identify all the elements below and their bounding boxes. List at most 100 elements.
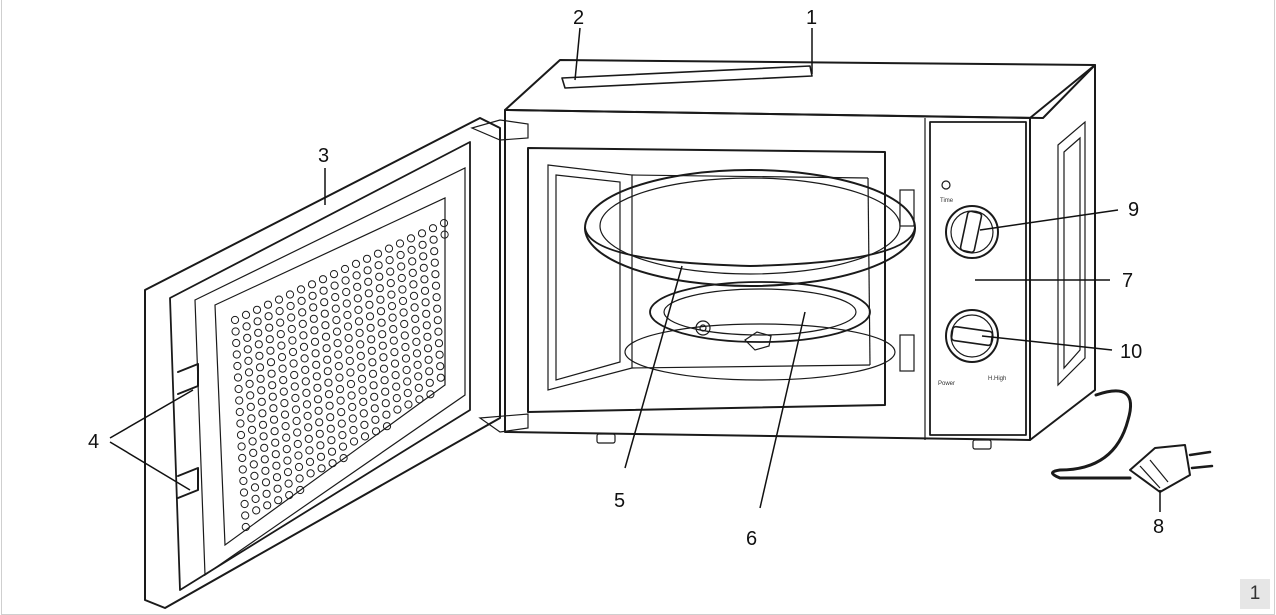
mesh-hole xyxy=(379,353,388,362)
mesh-hole xyxy=(431,270,440,279)
mesh-hole xyxy=(356,340,365,349)
turntable xyxy=(584,169,916,287)
mesh-hole xyxy=(296,285,306,294)
mesh-hole xyxy=(246,391,255,400)
mesh-hole xyxy=(322,344,331,353)
mesh-hole xyxy=(254,328,263,337)
mesh-hole xyxy=(354,317,364,326)
mesh-hole xyxy=(292,416,301,426)
mesh-hole xyxy=(232,338,241,348)
mesh-hole xyxy=(345,356,354,366)
mesh-hole xyxy=(336,396,345,405)
mesh-hole xyxy=(412,337,421,346)
mesh-hole xyxy=(316,441,325,450)
mesh-hole xyxy=(317,464,326,473)
mesh-hole xyxy=(339,454,348,463)
mesh-hole xyxy=(258,420,268,429)
mesh-hole xyxy=(276,330,285,339)
mesh-hole xyxy=(340,264,350,274)
mesh-hole xyxy=(406,234,416,243)
mesh-hole xyxy=(314,406,323,415)
mesh-hole xyxy=(349,437,359,446)
mesh-hole xyxy=(423,344,433,353)
mesh-hole xyxy=(321,332,331,341)
mesh-hole xyxy=(440,230,449,239)
mesh-hole xyxy=(409,291,419,300)
mesh-hole xyxy=(375,272,384,281)
mesh-hole xyxy=(327,436,336,445)
mesh-hole xyxy=(345,345,354,354)
mesh-hole xyxy=(264,312,273,321)
mesh-hole xyxy=(272,473,282,482)
callout-6: 6 xyxy=(746,528,757,550)
mesh-hole xyxy=(408,257,417,266)
mesh-hole xyxy=(246,402,255,411)
mesh-hole xyxy=(271,450,280,459)
mesh-hole xyxy=(309,303,318,312)
mesh-hole xyxy=(348,402,357,412)
mesh-hole xyxy=(367,335,376,344)
mesh-hole xyxy=(319,286,328,295)
mesh-hole xyxy=(243,345,252,354)
mesh-hole xyxy=(349,425,358,435)
mesh-hole xyxy=(248,437,257,446)
mesh-hole xyxy=(297,296,306,305)
microwave-body xyxy=(504,59,1096,450)
high-label: H.High xyxy=(988,376,1006,382)
mesh-hole xyxy=(244,356,253,365)
mesh-hole xyxy=(353,282,362,291)
mesh-hole xyxy=(358,386,367,395)
mesh-hole xyxy=(324,390,334,399)
mesh-hole xyxy=(235,396,244,405)
mesh-hole xyxy=(342,287,351,297)
mesh-hole xyxy=(377,318,386,327)
mesh-hole xyxy=(386,279,395,288)
mesh-hole xyxy=(357,363,366,372)
mesh-hole xyxy=(421,298,430,307)
mesh-hole xyxy=(310,326,319,335)
leader-lines xyxy=(109,27,1161,512)
mesh-hole xyxy=(287,324,296,334)
mesh-hole xyxy=(374,261,383,270)
mains-plug xyxy=(1129,444,1214,493)
mesh-hole xyxy=(309,314,318,323)
mesh-hole xyxy=(281,422,290,431)
mesh-hole xyxy=(364,289,373,298)
mesh-hole xyxy=(382,410,391,419)
mesh-hole xyxy=(367,346,376,355)
mesh-hole xyxy=(268,392,277,401)
mesh-hole xyxy=(357,374,367,383)
mesh-hole xyxy=(247,414,256,423)
mesh-hole xyxy=(413,360,422,369)
mesh-hole xyxy=(364,277,373,286)
mesh-hole xyxy=(245,379,254,388)
mesh-hole xyxy=(371,427,381,436)
mesh-hole xyxy=(378,330,387,339)
mesh-hole xyxy=(321,321,330,330)
mesh-hole xyxy=(326,413,335,422)
control-panel: Time Power H.High xyxy=(929,121,1027,436)
mesh-hole xyxy=(250,471,259,480)
mesh-hole xyxy=(378,341,387,350)
mesh-hole xyxy=(351,259,361,268)
mesh-hole xyxy=(392,394,401,403)
mesh-hole xyxy=(311,349,320,358)
mesh-hole xyxy=(370,392,379,401)
mesh-hole xyxy=(262,489,271,498)
mesh-hole xyxy=(251,494,260,503)
mesh-hole xyxy=(380,376,389,385)
mesh-hole xyxy=(255,351,264,360)
mesh-hole xyxy=(312,360,321,369)
mesh-hole xyxy=(325,401,334,410)
mesh-hole xyxy=(315,429,324,438)
callout-8: 8 xyxy=(1153,516,1164,538)
mesh-hole xyxy=(435,350,444,359)
mesh-hole xyxy=(433,316,442,325)
callout-7: 7 xyxy=(1122,270,1133,292)
mesh-hole xyxy=(301,377,310,386)
mesh-hole xyxy=(376,295,385,304)
mesh-hole xyxy=(431,281,441,290)
mesh-hole xyxy=(241,522,250,532)
mesh-hole xyxy=(332,327,342,336)
mesh-hole xyxy=(365,300,374,309)
